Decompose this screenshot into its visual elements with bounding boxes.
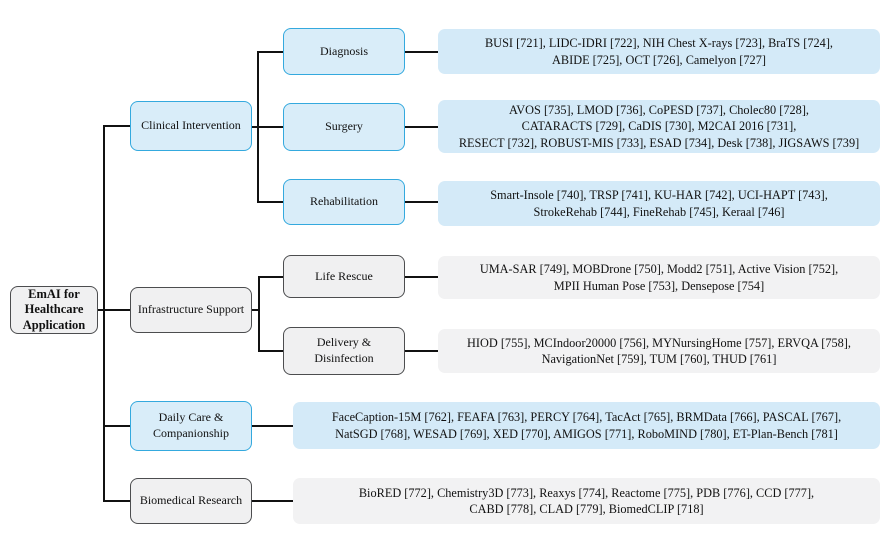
category-label: Infrastructure Support bbox=[137, 302, 245, 317]
dataset-list: UMA-SAR [749], MOBDrone [750], Modd2 [75… bbox=[479, 262, 839, 293]
subcategory-node-surgery: Surgery bbox=[283, 103, 405, 151]
connector-daily-care-datasets bbox=[252, 425, 293, 427]
dataset-box-diagnosis: BUSI [721], LIDC-IDRI [722], NIH Chest X… bbox=[438, 29, 880, 74]
subcategory-node-delivery-disinfection: Delivery & Disinfection bbox=[283, 327, 405, 375]
subcategory-label: Life Rescue bbox=[315, 268, 373, 283]
connector-life-rescue bbox=[258, 276, 283, 278]
subcategory-label: Surgery bbox=[325, 119, 363, 134]
subcategory-label: Diagnosis bbox=[320, 43, 368, 58]
subcategory-label: Delivery & Disinfection bbox=[314, 335, 374, 365]
dataset-box-rehabilitation: Smart-Insole [740], TRSP [741], KU-HAR [… bbox=[438, 181, 880, 226]
connector-infrastructure-trunk bbox=[252, 309, 259, 311]
connector-clinical bbox=[103, 125, 130, 127]
root-node-label: EmAI for Healthcare Application bbox=[22, 286, 86, 332]
connector-daily-care bbox=[103, 425, 130, 427]
connector-delivery bbox=[258, 350, 283, 352]
connector-biomedical-datasets bbox=[252, 500, 293, 502]
connector-clinical-surgery bbox=[252, 126, 283, 128]
dataset-box-daily-care: FaceCaption-15M [762], FEAFA [763], PERC… bbox=[293, 402, 880, 449]
connector-rehabilitation-datasets bbox=[405, 201, 438, 203]
category-label: Clinical Intervention bbox=[141, 118, 241, 133]
subcategory-node-diagnosis: Diagnosis bbox=[283, 28, 405, 75]
connector-rehabilitation bbox=[257, 201, 283, 203]
dataset-box-delivery-disinfection: HIOD [755], MCIndoor20000 [756], MYNursi… bbox=[438, 329, 880, 373]
subcategory-node-life-rescue: Life Rescue bbox=[283, 255, 405, 298]
connector-surgery-datasets bbox=[405, 126, 438, 128]
dataset-list: AVOS [735], LMOD [736], CoPESD [737], Ch… bbox=[458, 102, 860, 150]
category-node-infrastructure-support: Infrastructure Support bbox=[130, 287, 252, 333]
connector-biomedical bbox=[103, 500, 130, 502]
category-node-clinical-intervention: Clinical Intervention bbox=[130, 101, 252, 151]
dataset-list: Smart-Insole [740], TRSP [741], KU-HAR [… bbox=[490, 188, 828, 219]
root-node: EmAI for Healthcare Application bbox=[10, 286, 98, 334]
category-node-biomedical-research: Biomedical Research bbox=[130, 478, 252, 524]
connector-life-rescue-datasets bbox=[405, 276, 438, 278]
dataset-box-surgery: AVOS [735], LMOD [736], CoPESD [737], Ch… bbox=[438, 100, 880, 153]
connector-delivery-datasets bbox=[405, 350, 438, 352]
subcategory-node-rehabilitation: Rehabilitation bbox=[283, 179, 405, 225]
category-label: Daily Care & Companionship bbox=[152, 410, 229, 440]
trunk-level1 bbox=[103, 125, 105, 501]
connector-root-infrastructure bbox=[97, 309, 130, 311]
dataset-list: HIOD [755], MCIndoor20000 [756], MYNursi… bbox=[467, 335, 851, 366]
dataset-list: BUSI [721], LIDC-IDRI [722], NIH Chest X… bbox=[484, 36, 833, 67]
category-node-daily-care-companionship: Daily Care & Companionship bbox=[130, 401, 252, 451]
dataset-list: FaceCaption-15M [762], FEAFA [763], PERC… bbox=[331, 410, 842, 441]
trunk-clinical bbox=[257, 51, 259, 203]
dataset-list: BioRED [772], Chemistry3D [773], Reaxys … bbox=[358, 485, 815, 516]
connector-diagnosis bbox=[257, 51, 283, 53]
dataset-box-life-rescue: UMA-SAR [749], MOBDrone [750], Modd2 [75… bbox=[438, 256, 880, 299]
category-label: Biomedical Research bbox=[139, 493, 243, 508]
connector-diagnosis-datasets bbox=[405, 51, 438, 53]
trunk-infrastructure bbox=[258, 276, 260, 352]
dataset-box-biomedical-research: BioRED [772], Chemistry3D [773], Reaxys … bbox=[293, 478, 880, 524]
subcategory-label: Rehabilitation bbox=[310, 194, 378, 209]
